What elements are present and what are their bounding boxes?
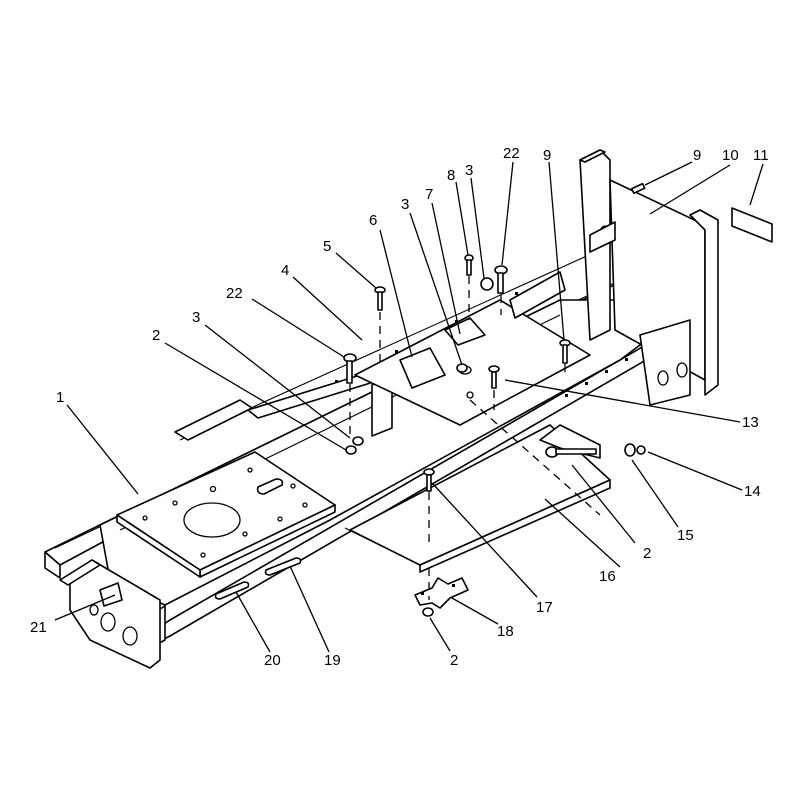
callout-22: 22 — [226, 285, 243, 302]
frame-inner-bracket-left — [174, 399, 253, 441]
center-plate-decal-6 — [399, 347, 446, 389]
washer-3-top-icon — [480, 277, 494, 291]
callout-16: 16 — [599, 568, 616, 585]
hitch-plate-top — [59, 559, 101, 586]
callout-15: 15 — [677, 527, 694, 544]
bolt-9-icon — [559, 339, 571, 364]
callout-1: 1 — [56, 389, 64, 406]
decal-11-icon — [731, 207, 773, 243]
frame-rail-holes — [335, 292, 628, 397]
callout-2: 2 — [450, 652, 458, 669]
bolt-17-icon — [423, 468, 435, 492]
clamp-18 — [414, 577, 469, 609]
assembly-lines — [349, 276, 601, 600]
callout-8: 8 — [447, 167, 455, 184]
upright-lower-bracket — [639, 319, 691, 406]
callout-3: 3 — [465, 162, 473, 179]
hardware — [343, 182, 773, 617]
upright-right-post — [689, 209, 719, 396]
deck-plate-slot — [256, 478, 284, 495]
callout-19: 19 — [324, 652, 341, 669]
callout-13: 13 — [742, 414, 759, 431]
callout-20: 20 — [264, 652, 281, 669]
callout-18: 18 — [497, 623, 514, 640]
washer-3-left-icon — [352, 436, 364, 446]
washer-15-icon — [624, 443, 646, 457]
bolt-22-top-icon — [494, 265, 508, 294]
upright-frame — [509, 149, 719, 406]
center-mount-plate — [354, 299, 591, 426]
bolt-5-icon — [374, 286, 386, 311]
washer-3-center-icon — [456, 363, 468, 373]
callout-2: 2 — [643, 545, 651, 562]
frame-side-slots — [214, 557, 302, 600]
callout-17: 17 — [536, 599, 553, 616]
bolt-13-icon — [488, 365, 500, 389]
callout-3: 3 — [192, 309, 200, 326]
bolt-14-icon — [545, 446, 597, 458]
callout-3: 3 — [401, 196, 409, 213]
callout-22: 22 — [503, 145, 520, 162]
bolt-8-icon — [464, 254, 474, 276]
center-plate — [354, 299, 591, 426]
callout-11: 11 — [753, 147, 769, 164]
deck-plate-round-hole — [183, 502, 241, 538]
callout-9: 9 — [543, 147, 551, 164]
leader-lines — [54, 161, 764, 653]
callout-10: 10 — [722, 147, 739, 164]
callout-4: 4 — [281, 262, 289, 279]
callout-14: 14 — [744, 483, 761, 500]
callout-2: 2 — [152, 327, 160, 344]
slot-20 — [214, 581, 250, 600]
bolt-22-left-icon — [343, 353, 357, 384]
callout-7: 7 — [425, 186, 433, 203]
callout-numbers: 1 2 2 2 3 3 3 4 5 6 7 8 9 9 10 11 13 14 … — [30, 145, 769, 669]
nut-2-left-icon — [345, 445, 357, 455]
slot-19 — [264, 557, 302, 576]
nut-2-bottom-icon — [422, 607, 434, 617]
callout-9: 9 — [693, 147, 701, 164]
callout-5: 5 — [323, 238, 331, 255]
callout-21: 21 — [30, 619, 47, 636]
frame-left-rail-end — [44, 551, 61, 579]
lower-bracket-16 — [344, 424, 611, 573]
hitch-plate-body — [69, 559, 161, 669]
upright-cross-bracket — [509, 271, 566, 319]
callout-6: 6 — [369, 212, 377, 229]
rear-hitch-plate — [59, 559, 161, 669]
bolt-9-upper-icon — [630, 182, 646, 195]
deck-plate-left — [116, 451, 336, 578]
